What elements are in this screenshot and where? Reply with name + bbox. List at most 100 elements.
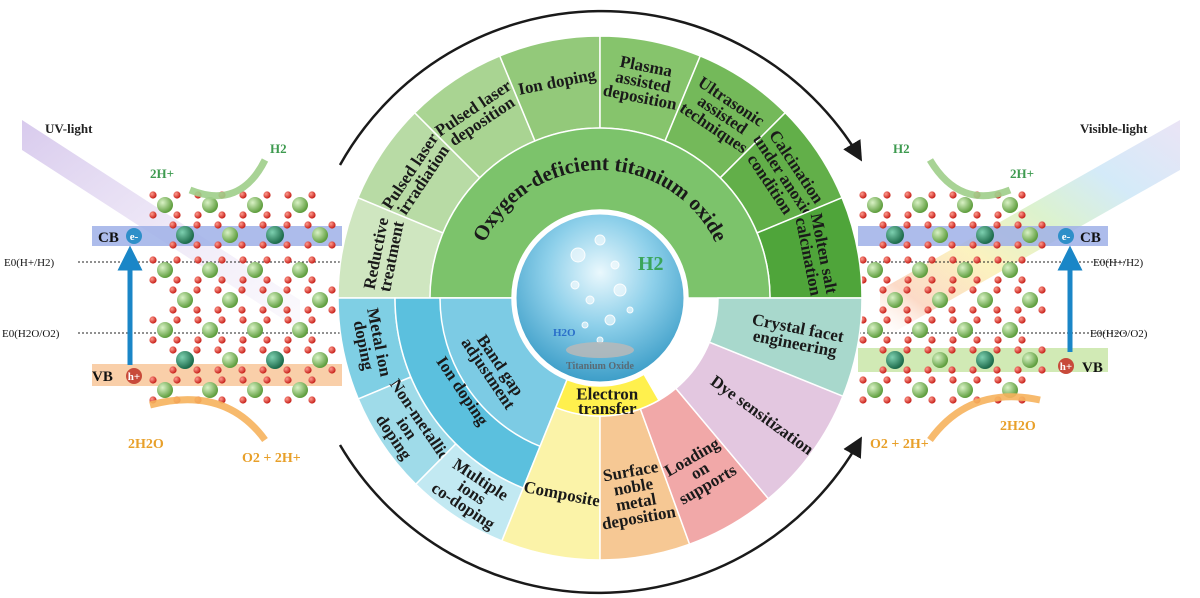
oxygen-atom bbox=[308, 336, 316, 344]
left-band-panel bbox=[78, 158, 345, 443]
oxygen-atom bbox=[904, 396, 912, 404]
right-oxygen-label: O2 + 2H+ bbox=[870, 437, 929, 452]
oxygen-atom bbox=[173, 276, 181, 284]
right-h2-arrow bbox=[926, 158, 1012, 200]
bubble bbox=[570, 247, 586, 263]
oxygen-atom bbox=[173, 376, 181, 384]
oxygen-atom bbox=[1018, 376, 1026, 384]
titanium-atom bbox=[957, 322, 973, 338]
oxygen-atom bbox=[924, 241, 932, 249]
titanium-atom bbox=[886, 226, 904, 244]
titanium-atom bbox=[867, 382, 883, 398]
oxygen-atom bbox=[904, 336, 912, 344]
titanium-atom bbox=[912, 322, 928, 338]
oxygen-atom bbox=[149, 376, 157, 384]
oxygen-atom bbox=[993, 286, 1001, 294]
oxygen-atom bbox=[904, 256, 912, 264]
oxygen-atom bbox=[239, 211, 247, 219]
right-hydrogen-label: H2 bbox=[893, 141, 910, 156]
oxygen-atom bbox=[879, 366, 887, 374]
titanium-atom bbox=[247, 382, 263, 398]
oxygen-atom bbox=[283, 366, 291, 374]
oxygen-atom bbox=[928, 211, 936, 219]
oxygen-atom bbox=[193, 306, 201, 314]
oxygen-atom bbox=[993, 306, 1001, 314]
oxygen-atom bbox=[994, 276, 1002, 284]
oxygen-atom bbox=[149, 211, 157, 219]
oxygen-atom bbox=[1038, 366, 1046, 374]
left-o2-arrow bbox=[149, 396, 268, 443]
oxygen-atom bbox=[879, 286, 887, 294]
oxygen-atom bbox=[859, 336, 867, 344]
oxygen-atom bbox=[1014, 286, 1022, 294]
bubble bbox=[581, 321, 589, 329]
oxygen-atom bbox=[214, 241, 222, 249]
oxygen-atom bbox=[149, 336, 157, 344]
oxygen-atom bbox=[193, 346, 201, 354]
oxygen-atom bbox=[879, 221, 887, 229]
titanium-atom bbox=[157, 382, 173, 398]
right-o2-level-label: E0(H2O/O2) bbox=[1090, 328, 1148, 340]
right-vb-label: VB bbox=[1082, 360, 1103, 376]
oxygen-atom bbox=[948, 241, 956, 249]
titanium-atom bbox=[222, 352, 238, 368]
bubble bbox=[585, 295, 595, 305]
oxygen-atom bbox=[259, 241, 267, 249]
oxygen-atom bbox=[994, 256, 1002, 264]
titanium-atom bbox=[222, 292, 238, 308]
right-h2-level-label: E0(H+/H2) bbox=[1093, 257, 1144, 269]
oxygen-atom bbox=[218, 336, 226, 344]
titanium-atom bbox=[912, 382, 928, 398]
oxygen-atom bbox=[284, 256, 292, 264]
oxygen-atom bbox=[928, 191, 936, 199]
oxygen-atom bbox=[149, 316, 157, 324]
bubbles-decoration bbox=[570, 234, 634, 344]
titanium-atom bbox=[976, 226, 994, 244]
titanium-atom bbox=[957, 197, 973, 213]
oxygen-atom bbox=[173, 336, 181, 344]
oxygen-atom bbox=[994, 211, 1002, 219]
oxygen-atom bbox=[149, 256, 157, 264]
transfer-segment bbox=[708, 297, 863, 398]
oxygen-atom bbox=[169, 221, 177, 229]
oxygen-atom bbox=[304, 241, 312, 249]
oxygen-atom bbox=[283, 221, 291, 229]
oxygen-atom bbox=[214, 306, 222, 314]
titanium-atom bbox=[312, 292, 328, 308]
titanium-atom bbox=[266, 226, 284, 244]
oxygen-atom bbox=[214, 346, 222, 354]
oxygen-atom bbox=[904, 316, 912, 324]
titanium-atom bbox=[267, 292, 283, 308]
bubble bbox=[613, 283, 627, 297]
title-ring bbox=[429, 127, 771, 299]
left-light-label: UV-light bbox=[45, 121, 93, 136]
right-electron-icon bbox=[1058, 228, 1074, 244]
titanium-atom bbox=[202, 262, 218, 278]
oxygen-atom bbox=[973, 336, 981, 344]
oxygen-atom bbox=[904, 376, 912, 384]
oxygen-atom bbox=[948, 366, 956, 374]
oxygen-atom bbox=[1018, 191, 1026, 199]
oxygen-atom bbox=[949, 256, 957, 264]
oxygen-atom bbox=[193, 366, 201, 374]
oxygen-atom bbox=[239, 191, 247, 199]
oxygen-atom bbox=[1014, 346, 1022, 354]
right-hole-label: h+ bbox=[1060, 361, 1072, 373]
oxygen-atom bbox=[903, 221, 911, 229]
transfer-segment bbox=[674, 341, 844, 500]
bubble bbox=[626, 306, 634, 314]
oxygen-atom bbox=[308, 376, 316, 384]
oxygen-atom bbox=[928, 376, 936, 384]
oxygen-atom bbox=[859, 256, 867, 264]
oxygen-atom bbox=[948, 286, 956, 294]
oxygen-atom bbox=[993, 346, 1001, 354]
oxygen-atom bbox=[214, 366, 222, 374]
oxygen-atom bbox=[904, 276, 912, 284]
right-crystal-lattice bbox=[859, 191, 1046, 404]
titanium-atom bbox=[887, 292, 903, 308]
left-vb-label: VB bbox=[92, 369, 113, 385]
oxygen-atom bbox=[259, 221, 267, 229]
oxygen-atom bbox=[1014, 366, 1022, 374]
